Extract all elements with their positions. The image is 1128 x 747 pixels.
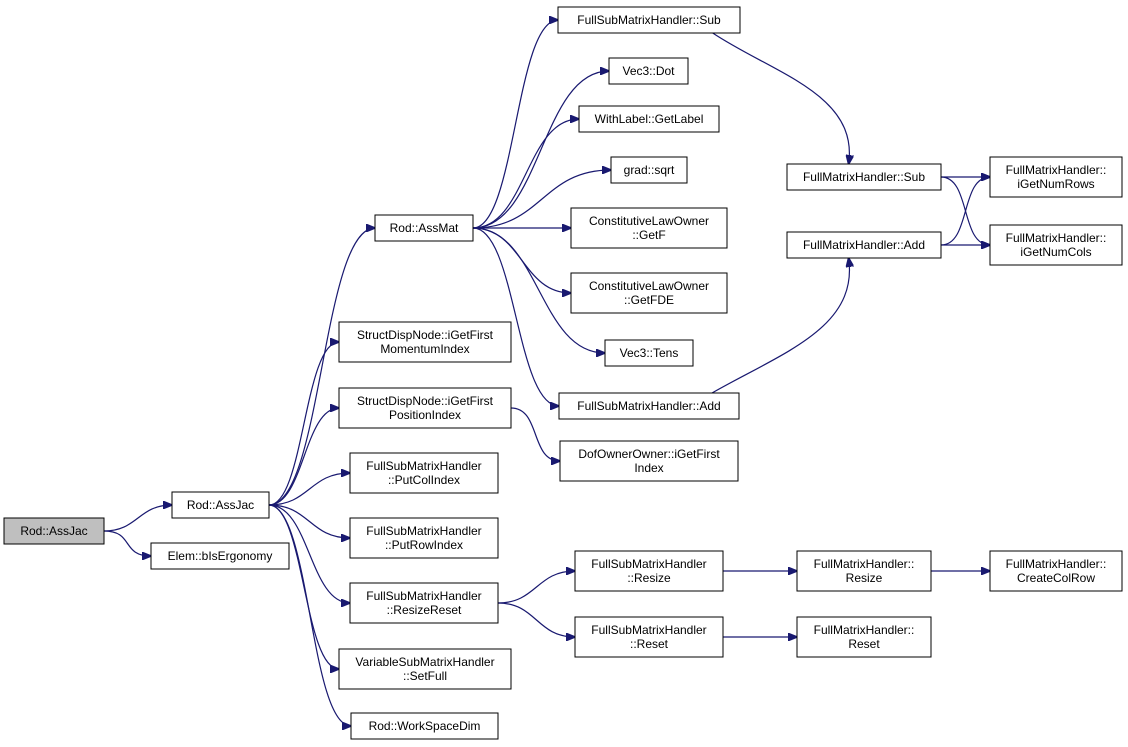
node-label: FullMatrixHandler::Sub (803, 170, 925, 184)
node-rod-assmat[interactable]: Rod::AssMat (374, 214, 474, 242)
edge-rod_assmat-to-vec3_tens (472, 227, 605, 353)
node-label: ConstitutiveLawOwner (589, 214, 709, 228)
node-label: grad::sqrt (624, 163, 675, 177)
node-fsmh-add[interactable]: FullSubMatrixHandler::Add (558, 392, 740, 420)
node-label: FullSubMatrixHandler (591, 623, 706, 637)
node-label: CreateColRow (1017, 571, 1095, 585)
node-fmh-createcolrow[interactable]: FullMatrixHandler::CreateColRow (989, 550, 1123, 592)
node-label: FullSubMatrixHandler (366, 459, 481, 473)
node-label: Elem::bIsErgonomy (168, 549, 273, 563)
edge-rod_assmat-to-grad_sqrt (472, 170, 611, 229)
node-label: Resize (846, 571, 883, 585)
node-fsmh-reset[interactable]: FullSubMatrixHandler::Reset (574, 616, 724, 658)
edge-rod_assjac-to-sdn_momentum (268, 342, 339, 506)
node-label: FullSubMatrixHandler (591, 557, 706, 571)
node-label: FullMatrixHandler:: (1006, 163, 1107, 177)
node-label: FullSubMatrixHandler::Add (577, 399, 720, 413)
edge-rod_assmat-to-fsmh_sub (472, 20, 558, 229)
edge-rod_assmat-to-fsmh_add (472, 227, 559, 406)
node-fmh-getnumcols[interactable]: FullMatrixHandler::iGetNumCols (989, 224, 1123, 266)
node-label: PositionIndex (389, 408, 461, 422)
node-label: FullMatrixHandler:: (1006, 231, 1107, 245)
node-label: ::Resize (627, 571, 671, 585)
edge-sdn_position-to-doo_getfirst (510, 407, 560, 461)
node-fsmh-sub[interactable]: FullSubMatrixHandler::Sub (557, 6, 741, 34)
node-label: ::PutRowIndex (385, 538, 463, 552)
node-label: FullSubMatrixHandler (366, 589, 481, 603)
node-clo-getfde[interactable]: ConstitutiveLawOwner::GetFDE (570, 272, 728, 314)
node-label: Vec3::Tens (620, 346, 679, 360)
node-label: Rod::AssJac (20, 524, 87, 538)
node-fmh-add[interactable]: FullMatrixHandler::Add (786, 231, 942, 259)
node-grad-sqrt[interactable]: grad::sqrt (610, 156, 688, 184)
node-label: Reset (848, 637, 880, 651)
node-label: ::GetFDE (624, 293, 674, 307)
edge-rod_assjac-to-rod_assmat (268, 228, 375, 506)
node-label: Rod::AssJac (187, 498, 254, 512)
node-label: ::Reset (630, 637, 669, 651)
edge-rod_assjac-to-sdn_position (268, 408, 339, 506)
node-label: ::GetF (632, 228, 665, 242)
node-label: DofOwnerOwner::iGetFirst (578, 447, 720, 461)
node-label: ::ResizeReset (387, 603, 462, 617)
node-label: Vec3::Dot (622, 64, 675, 78)
node-label: ::PutColIndex (388, 473, 460, 487)
node-fmh-sub[interactable]: FullMatrixHandler::Sub (786, 163, 942, 191)
node-label: FullMatrixHandler:: (1006, 557, 1107, 571)
node-rod-assjac-root[interactable]: Rod::AssJac (3, 517, 105, 545)
node-fmh-reset[interactable]: FullMatrixHandler::Reset (796, 616, 932, 658)
node-fmh-resize[interactable]: FullMatrixHandler::Resize (796, 550, 932, 592)
node-label: Index (634, 461, 663, 475)
node-label: FullMatrixHandler:: (814, 623, 915, 637)
node-label: FullSubMatrixHandler (366, 524, 481, 538)
edge-rod_assjac-to-fsmh_putrow (268, 504, 350, 538)
node-label: VariableSubMatrixHandler (355, 655, 494, 669)
edge-fmh_add-to-fmh_getnumrows (940, 177, 990, 246)
node-label: Rod::AssMat (390, 221, 459, 235)
node-fsmh-putcol[interactable]: FullSubMatrixHandler::PutColIndex (349, 452, 499, 494)
edge-rod_assmat-to-vec3_dot (472, 71, 609, 229)
edge-rod_assjac-to-fsmh_putcol (268, 473, 350, 506)
edge-rod_assmat-to-withlabel_getlabel (472, 119, 579, 229)
node-label: ConstitutiveLawOwner (589, 279, 709, 293)
edge-fsmh_add-to-fmh_add (711, 258, 849, 394)
node-fsmh-resize[interactable]: FullSubMatrixHandler::Resize (574, 550, 724, 592)
edge-rod_assjac_root-to-elem_bisergonomy (103, 530, 151, 556)
edge-rod_assjac-to-rod_workspacedim (268, 504, 351, 726)
node-clo-getf[interactable]: ConstitutiveLawOwner::GetF (570, 207, 728, 249)
node-rod-workspacedim[interactable]: Rod::WorkSpaceDim (350, 712, 499, 740)
node-label: FullMatrixHandler:: (814, 557, 915, 571)
node-label: FullMatrixHandler::Add (803, 238, 925, 252)
edge-fsmh_resizereset-to-fsmh_reset (497, 602, 575, 637)
node-withlabel-getlabel[interactable]: WithLabel::GetLabel (578, 105, 720, 133)
node-fsmh-resizereset[interactable]: FullSubMatrixHandler::ResizeReset (349, 582, 499, 624)
node-vec3-dot[interactable]: Vec3::Dot (608, 57, 689, 85)
node-label: Rod::WorkSpaceDim (369, 719, 481, 733)
node-fsmh-putrow[interactable]: FullSubMatrixHandler::PutRowIndex (349, 517, 499, 559)
node-label: iGetNumCols (1020, 245, 1091, 259)
node-vsmh-setfull[interactable]: VariableSubMatrixHandler::SetFull (338, 648, 512, 690)
edge-rod_assjac-to-fsmh_resizereset (268, 504, 350, 603)
edge-fsmh_resizereset-to-fsmh_resize (497, 571, 575, 604)
node-label: FullSubMatrixHandler::Sub (577, 13, 721, 27)
node-rod-assjac[interactable]: Rod::AssJac (171, 491, 270, 519)
node-fmh-getnumrows[interactable]: FullMatrixHandler::iGetNumRows (989, 156, 1123, 198)
node-label: StructDispNode::iGetFirst (357, 328, 494, 342)
node-label: StructDispNode::iGetFirst (357, 394, 494, 408)
node-label: iGetNumRows (1017, 177, 1094, 191)
edge-rod_assjac_root-to-rod_assjac (103, 505, 172, 532)
node-label: MomentumIndex (380, 342, 469, 356)
node-vec3-tens[interactable]: Vec3::Tens (604, 339, 694, 367)
node-label: ::SetFull (403, 669, 447, 683)
node-label: WithLabel::GetLabel (595, 112, 704, 126)
node-elem-bisergonomy[interactable]: Elem::bIsErgonomy (150, 542, 290, 570)
edge-fsmh_sub-to-fmh_sub (712, 32, 850, 164)
